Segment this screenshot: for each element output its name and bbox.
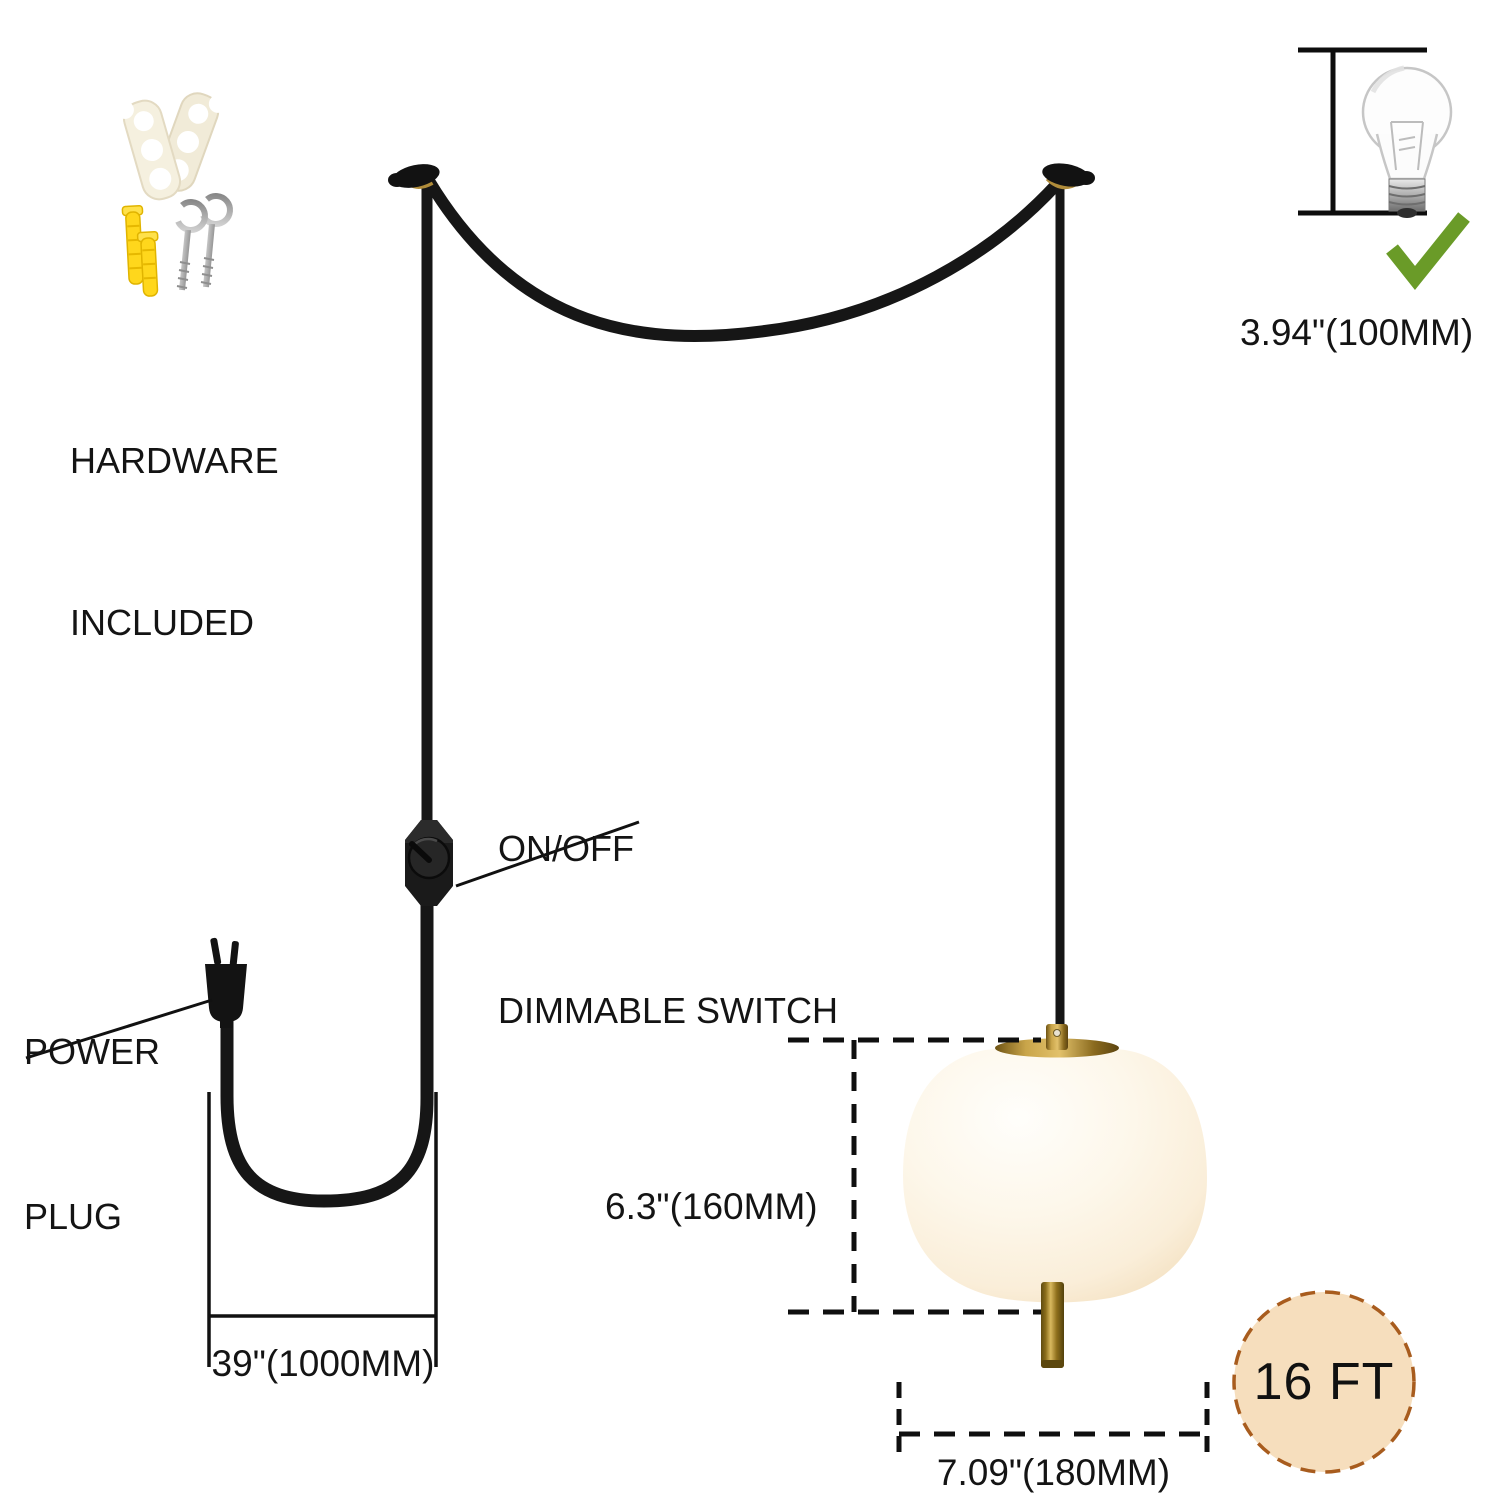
- ceiling-hook-right: [1042, 163, 1095, 190]
- cord-swag-drape: [423, 175, 1062, 343]
- cord-length-badge: [1232, 1290, 1416, 1474]
- cord-clip-icon: [115, 99, 182, 201]
- cord-drop-measurement: 39"(1000MM): [211, 1343, 435, 1384]
- bulb-filament: [1390, 121, 1424, 171]
- dimmer-switch: [405, 820, 453, 906]
- bulb-height-measurement: 3.94"(100MM): [1240, 312, 1474, 353]
- cord-length-badge-text: 16 FT: [1253, 1353, 1395, 1411]
- screw-hook-icon: [174, 199, 208, 291]
- power-plug-icon: [205, 937, 247, 1028]
- switch-label-line1: ON/OFF: [498, 828, 634, 869]
- hardware-kit-image: [115, 92, 233, 297]
- pendant-lamp: [903, 1024, 1207, 1368]
- shade-width-measurement: 7.09"(180MM): [936, 1452, 1171, 1493]
- ceiling-hook-left: [388, 164, 440, 189]
- switch-label-line2: DIMMABLE SWITCH: [498, 990, 839, 1031]
- light-bulb-icon: [1361, 65, 1453, 218]
- power-cord: [220, 173, 1065, 1208]
- lamp-shade: [903, 1045, 1207, 1303]
- hardware-label-line1: HARDWARE: [70, 440, 279, 481]
- shade-height-dimension: [788, 1037, 1041, 1315]
- power-plug-label: POWER PLUG: [24, 914, 160, 1354]
- wall-anchor-icon: [136, 230, 159, 297]
- shade-height-measurement: 6.3"(160MM): [605, 1186, 818, 1227]
- plug-pointer-line: [25, 998, 213, 1060]
- cord-loop-dimension: [207, 1092, 438, 1367]
- lamp-brass-rod: [1041, 1282, 1064, 1368]
- cord-loop-to-plug: [220, 893, 434, 1208]
- dimmable-switch-label: ON/OFF DIMMABLE SWITCH: [498, 714, 838, 1146]
- shade-width-dimension: [896, 1382, 1210, 1456]
- hardware-label-line2: INCLUDED: [70, 602, 255, 643]
- checkmark-icon: [1386, 212, 1470, 291]
- hardware-included-label: HARDWARE INCLUDED: [70, 326, 279, 758]
- plug-label-line2: PLUG: [24, 1196, 123, 1237]
- switch-pointer-line: [455, 820, 640, 888]
- plug-label-line1: POWER: [24, 1031, 161, 1072]
